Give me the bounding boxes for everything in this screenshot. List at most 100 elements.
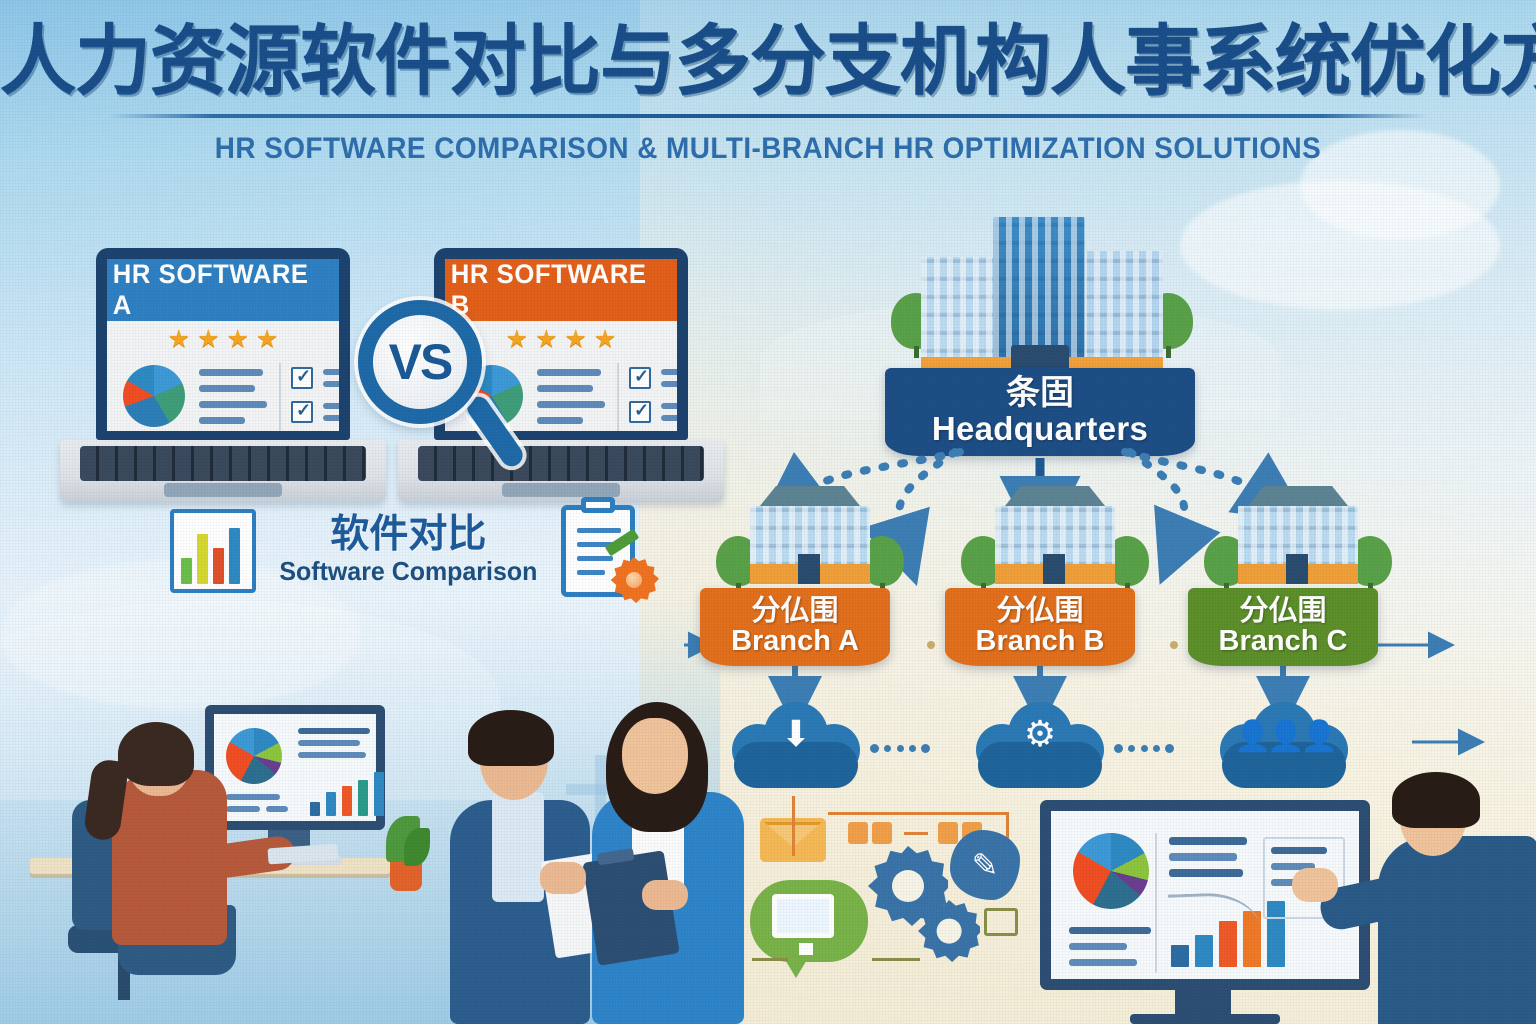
checkbox-icon bbox=[291, 400, 313, 423]
gears-glyph-icon: ⚙ bbox=[1023, 713, 1057, 754]
tag-block bbox=[938, 822, 958, 844]
tag-block bbox=[872, 822, 892, 844]
clipboard-body bbox=[560, 505, 635, 597]
checklist-row bbox=[291, 400, 339, 423]
laptop-b-base bbox=[398, 440, 724, 502]
branch-door bbox=[1043, 554, 1065, 584]
cloud-connector-b bbox=[1114, 742, 1174, 754]
monitor-glyph-icon bbox=[772, 894, 834, 955]
seated-woman-hair bbox=[118, 722, 194, 786]
clipboard-gear-icon bbox=[560, 497, 657, 603]
title-divider bbox=[108, 113, 1428, 118]
branch-c-building bbox=[1204, 470, 1392, 595]
laptop-a-titlebar: HR SOFTWARE A bbox=[107, 259, 339, 321]
star-icon: ★ bbox=[255, 324, 279, 353]
star-icon: ★ bbox=[197, 324, 220, 353]
branch-roof bbox=[1246, 486, 1350, 508]
branch-c-banner[interactable]: 分仏围 Branch C bbox=[1188, 588, 1378, 666]
text-line bbox=[1169, 853, 1237, 861]
star-icon: ★ bbox=[593, 324, 617, 353]
branch-b-label-english: Branch B bbox=[975, 625, 1105, 658]
laptop-a-keyboard bbox=[79, 446, 367, 481]
checklist-lines bbox=[661, 368, 677, 387]
standing-man-hair bbox=[468, 710, 554, 766]
checkbox-icon bbox=[629, 366, 651, 389]
monitor-stand bbox=[1175, 988, 1231, 1018]
cloud-connector-a bbox=[870, 742, 930, 754]
vs-label: VS bbox=[388, 334, 454, 390]
magnifier-handle-icon bbox=[463, 392, 527, 471]
branch-b-label-chinese: 分仏围 bbox=[996, 592, 1084, 627]
comparison-caption-chinese: 软件对比 bbox=[330, 511, 487, 557]
checklist-lines bbox=[323, 402, 339, 421]
checklist-lines bbox=[661, 402, 677, 421]
branch-link-dot bbox=[1170, 641, 1178, 649]
laptop-b-label: HR SOFTWARE B bbox=[450, 258, 647, 320]
branch-c-label-english: Branch C bbox=[1218, 625, 1348, 658]
pie-chart-icon bbox=[123, 364, 185, 427]
laptop-a-text-lines bbox=[199, 368, 267, 424]
tag-block bbox=[848, 822, 868, 844]
people-glyph-icon: 👤👤👤 bbox=[1233, 720, 1338, 753]
connector-line bbox=[792, 796, 795, 856]
headquarters-label-chinese: 条固 bbox=[1006, 372, 1074, 413]
desktop-monitor bbox=[205, 705, 385, 830]
cloud-data-icon[interactable]: ⬇ bbox=[732, 700, 860, 788]
decorative-cloud bbox=[1300, 130, 1500, 240]
tag-dash bbox=[904, 832, 928, 835]
branch-a-banner[interactable]: 分仏围 Branch A bbox=[700, 588, 890, 666]
bar-chart-icon bbox=[170, 509, 256, 593]
branch-door bbox=[1286, 554, 1308, 584]
header: 人力资源软件对比与多分支机构人事系统优化方案 HR SOFTWARE COMPA… bbox=[0, 22, 1536, 166]
cloud-gears-icon[interactable]: ⚙ bbox=[976, 700, 1104, 788]
laptop-a-trackpad bbox=[164, 483, 282, 498]
laptop-b-trackpad bbox=[502, 483, 620, 498]
text-line bbox=[1069, 943, 1127, 950]
checkbox-icon bbox=[629, 400, 651, 423]
screen-bubble-icon bbox=[750, 880, 868, 978]
decorative-plus bbox=[595, 755, 606, 825]
monitor-foot bbox=[1130, 1014, 1280, 1024]
laptop-a-label: HR SOFTWARE A bbox=[112, 258, 309, 320]
presenter-body bbox=[1378, 836, 1536, 1024]
chart-bars bbox=[181, 528, 240, 584]
headquarters-label-english: Headquarters bbox=[931, 410, 1149, 448]
connector-line bbox=[1006, 812, 1009, 854]
checkbox-icon bbox=[291, 366, 313, 389]
text-line bbox=[1271, 847, 1327, 854]
presenter-hair bbox=[1392, 772, 1480, 828]
branch-link-dot bbox=[927, 641, 935, 649]
vs-magnifier: VS bbox=[358, 300, 527, 500]
text-line bbox=[298, 728, 370, 734]
branch-roof bbox=[1003, 486, 1107, 508]
star-icon: ★ bbox=[535, 324, 558, 353]
branch-b-banner[interactable]: 分仏围 Branch B bbox=[945, 588, 1135, 666]
branch-a-label-english: Branch A bbox=[731, 625, 859, 658]
cloud-base bbox=[734, 742, 858, 788]
pie-chart-icon bbox=[1073, 833, 1149, 909]
upload-arrow-icon: ⬇ bbox=[780, 713, 812, 754]
branch-c-label-chinese: 分仏围 bbox=[1239, 592, 1327, 627]
magnifier-ring-icon: VS bbox=[358, 300, 482, 424]
headquarters-building bbox=[891, 215, 1193, 385]
branch-a-label-chinese: 分仏围 bbox=[751, 592, 839, 627]
laptop-b-titlebar: HR SOFTWARE B bbox=[445, 259, 677, 321]
laptop-a-checklist bbox=[291, 366, 339, 423]
bar-chart-icon bbox=[310, 770, 384, 816]
laptop-a-screen: HR SOFTWARE A ★ ★ ★ ★ bbox=[96, 248, 350, 440]
small-doc-icon bbox=[984, 908, 1018, 936]
star-icon: ★ bbox=[564, 324, 587, 353]
cloud-people-icon[interactable]: 👤👤👤 bbox=[1220, 700, 1348, 788]
laptop-b-checklist bbox=[629, 366, 677, 423]
software-comparison-caption: 软件对比 Software Comparison bbox=[170, 497, 657, 603]
connector-line bbox=[752, 958, 788, 961]
headquarters-banner[interactable]: 条固 Headquarters bbox=[885, 368, 1195, 456]
text-line bbox=[1069, 959, 1137, 966]
text-line bbox=[298, 752, 366, 758]
document-blob-icon: ✎ bbox=[950, 830, 1020, 900]
page-title-chinese: 人力资源软件对比与多分支机构人事系统优化方案 bbox=[0, 16, 1536, 105]
checklist-row bbox=[291, 366, 339, 389]
laptop-a-base bbox=[60, 440, 386, 502]
laptop-b-text-lines bbox=[537, 368, 605, 424]
laptop-b-rating-stars: ★ ★ ★ ★ bbox=[506, 324, 617, 353]
